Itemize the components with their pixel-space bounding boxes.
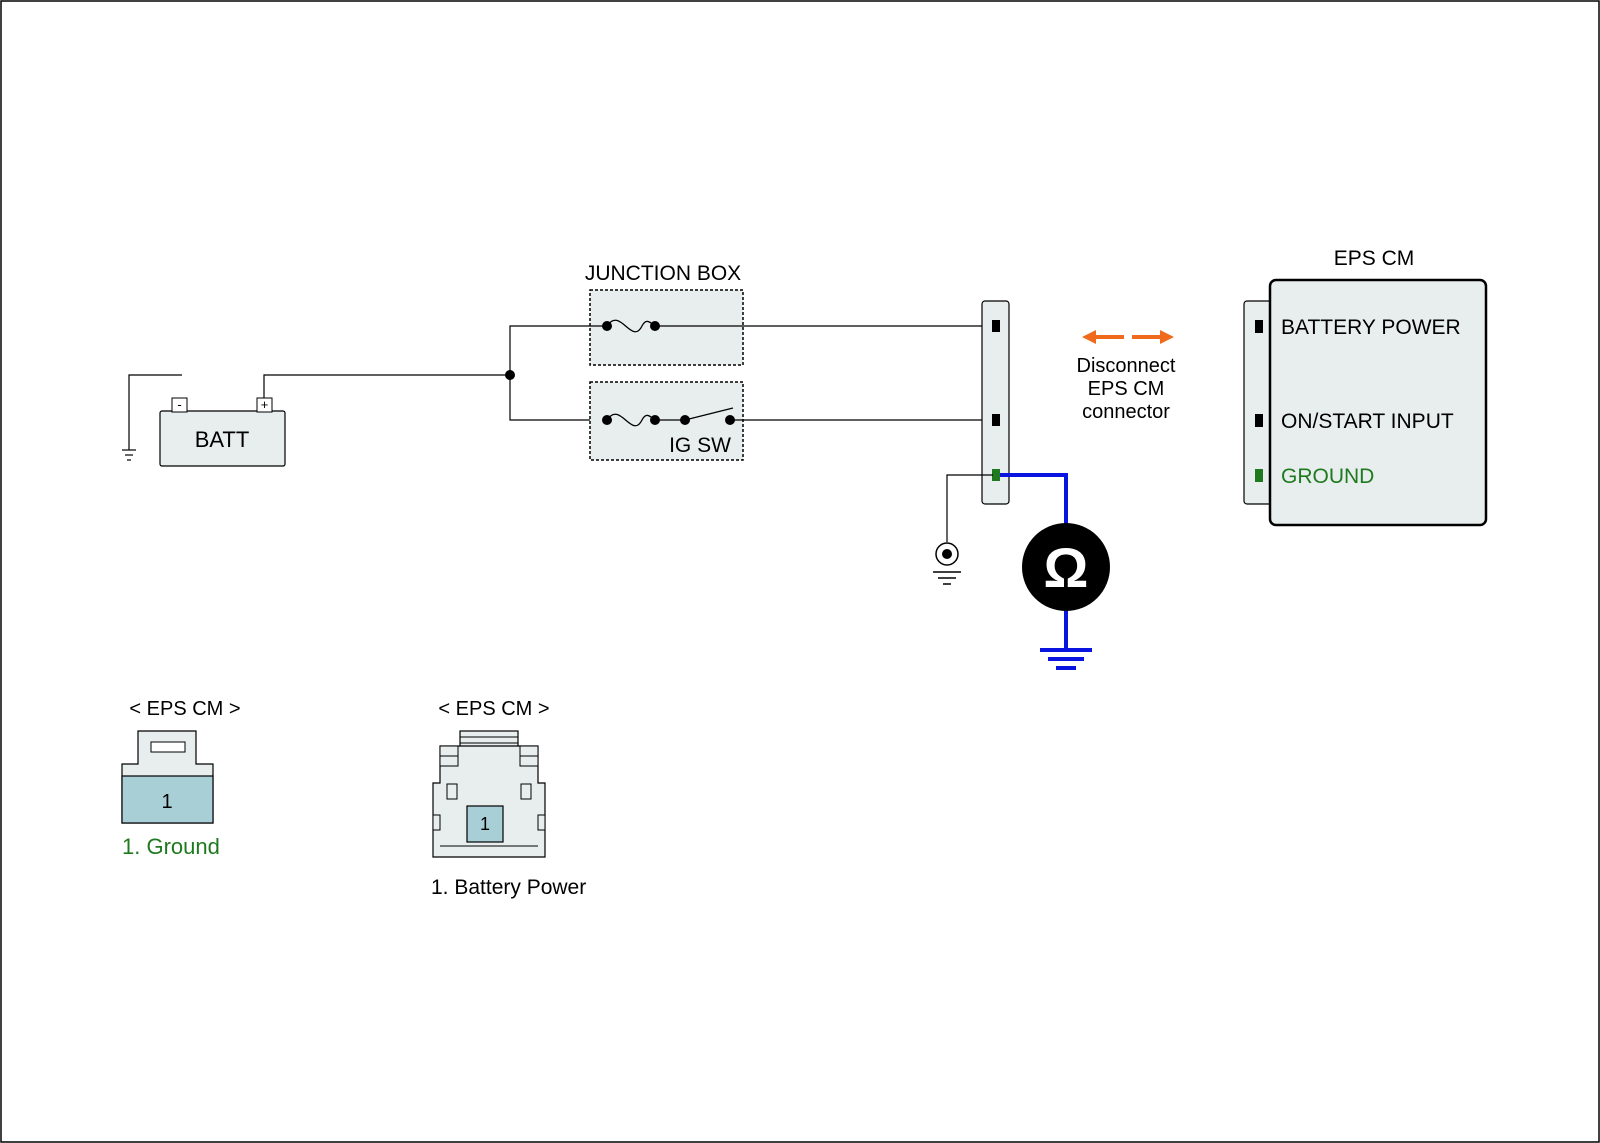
connector-view-title: < EPS CM > <box>438 698 549 720</box>
battery: - + BATT <box>122 374 286 467</box>
junction-box: JUNCTION BOX IG SW <box>585 262 744 461</box>
connector-view-latch <box>150 741 186 753</box>
battery-label: BATT <box>195 427 250 452</box>
disconnect-note-line1: Disconnect <box>1077 355 1176 377</box>
feed-wire-lower <box>509 375 607 421</box>
switch-icon <box>684 407 734 421</box>
eps-module-body <box>1268 278 1488 527</box>
eps-module: EPS CM BATTERY POWER ON/START INPUT GROU… <box>1243 247 1488 527</box>
battery-positive-label: + <box>261 397 269 412</box>
harness-pin-battery <box>992 320 1000 332</box>
harness-pin-on-start <box>992 414 1000 426</box>
meter-ground-icon <box>1040 648 1092 670</box>
ground-reference-wire <box>946 474 993 542</box>
harness-connector <box>981 300 1010 505</box>
junction-box-fuse-panel <box>589 289 744 366</box>
connector-view-pin-area <box>466 805 504 843</box>
battery-negative-label: - <box>177 397 181 412</box>
connector-view-battery-power: < EPS CM > 1 1. Battery Power <box>431 698 586 899</box>
feed-wire-upper <box>509 325 607 375</box>
connector-view-pin-number: 1 <box>480 814 490 834</box>
double-arrow-icon <box>1082 330 1174 344</box>
ohm-meter-icon <box>1022 523 1110 611</box>
disconnect-note-line3: connector <box>1082 401 1170 423</box>
connector-view-ground: < EPS CM > 1 1. Ground <box>121 698 241 859</box>
battery-ground-icon <box>122 449 136 461</box>
battery-positive-wire <box>263 374 510 398</box>
eps-pin-label-ground: GROUND <box>1281 465 1374 488</box>
connector-view-caption: 1. Ground <box>122 834 220 859</box>
battery-negative-terminal <box>171 397 188 413</box>
connector-view-title: < EPS CM > <box>129 698 240 720</box>
eps-pin-label-battery-power: BATTERY POWER <box>1281 316 1461 339</box>
junction-box-igsw-panel <box>589 381 744 461</box>
battery-negative-wire <box>128 374 182 450</box>
probe-ground-icon <box>933 542 961 585</box>
harness-pin-ground <box>992 469 1000 481</box>
fuse-icon <box>606 319 656 333</box>
junction-box-title: JUNCTION BOX <box>585 262 741 285</box>
meter-probe-wire <box>1000 473 1068 524</box>
connector-view-pin-number: 1 <box>161 791 172 813</box>
connector-view-pin-area <box>121 775 214 824</box>
ig-fuse-icon <box>606 413 656 427</box>
eps-module-title: EPS CM <box>1334 247 1415 270</box>
eps-pin-on-start <box>1255 414 1263 427</box>
connector-view-caption: 1. Battery Power <box>431 876 586 899</box>
battery-body <box>159 410 286 467</box>
eps-pin-battery <box>1255 320 1263 333</box>
eps-pin-label-on-start-input: ON/START INPUT <box>1281 410 1454 433</box>
ig-sw-label: IG SW <box>669 434 731 457</box>
harness-connector-body <box>981 300 1010 505</box>
disconnect-note-line2: EPS CM <box>1088 378 1165 400</box>
eps-pin-ground <box>1255 469 1263 482</box>
ohm-meter-symbol: Ω <box>1044 536 1089 599</box>
